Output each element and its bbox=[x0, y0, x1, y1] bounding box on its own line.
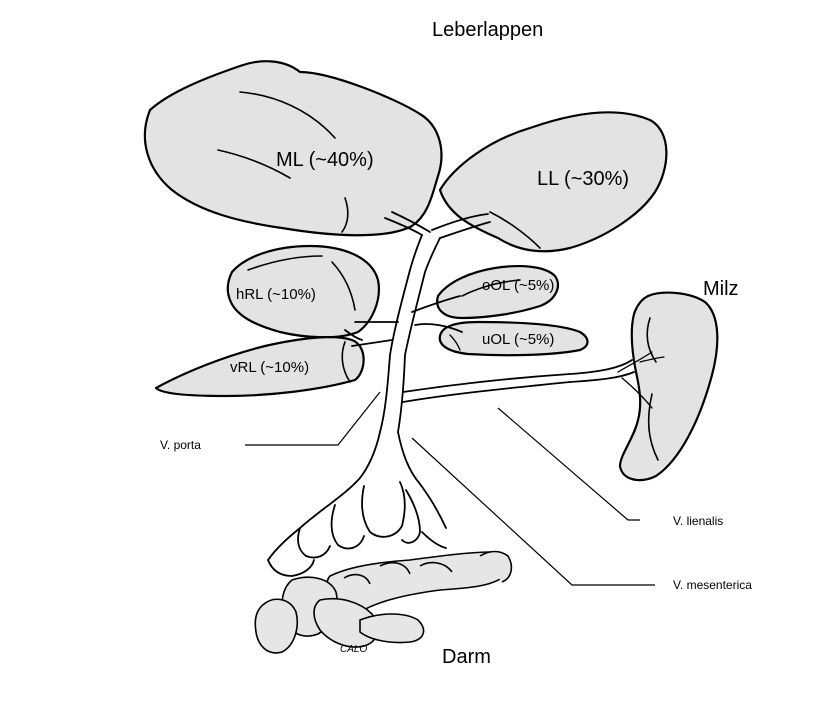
heading-leberlappen: Leberlappen bbox=[432, 19, 543, 41]
artist-signature: CALO bbox=[340, 644, 367, 655]
label-ll: LL (~30%) bbox=[537, 168, 629, 190]
label-ml: ML (~40%) bbox=[276, 149, 374, 171]
label-v-mesenterica: V. mesenterica bbox=[673, 578, 752, 592]
label-v-lienalis: V. lienalis bbox=[673, 514, 723, 528]
label-ool: oOL (~5%) bbox=[482, 277, 554, 294]
porta-leader-line bbox=[245, 392, 380, 445]
label-vrl: vRL (~10%) bbox=[230, 359, 309, 376]
intestine bbox=[255, 552, 511, 653]
lienalis-leader-line bbox=[498, 408, 640, 520]
label-hrl: hRL (~10%) bbox=[236, 286, 316, 303]
heading-darm: Darm bbox=[442, 646, 491, 668]
spleen bbox=[620, 293, 717, 480]
label-v-porta: V. porta bbox=[160, 438, 201, 452]
heading-milz: Milz bbox=[703, 278, 739, 300]
label-uol: uOL (~5%) bbox=[482, 331, 554, 348]
